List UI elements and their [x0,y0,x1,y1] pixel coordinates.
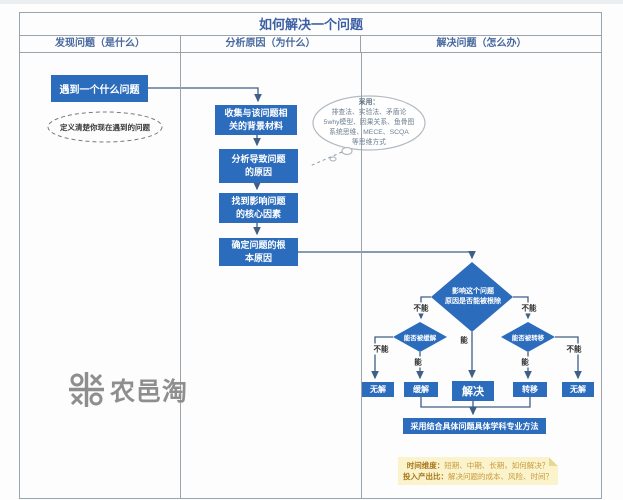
table-frame [19,12,602,499]
connector-root-to-decision [298,250,476,260]
watermark: 农邑淘 [68,371,188,408]
dashed-ellipse [47,111,163,143]
branch-label-no: 不能 [565,343,583,355]
problem-box: 遇到一个什么问题 [51,75,148,102]
root-removable-decision: 影响这个问题 原因是否能被根除 [445,288,501,305]
cloud-line: 系统思维、MECE、SCQA [329,129,409,136]
folded-corner-icon [549,457,558,466]
column-divider-1 [180,53,181,499]
note-label-1: 时间维度： [406,461,445,470]
note-line-1: 时间维度：短期、中期、长期，如何解决？ [398,460,558,471]
step-collect-box: 收集与该问题相 关的背景材料 [215,105,297,135]
cloud-line: 排查法、实验法、矛盾论 [331,109,407,116]
cloud-line: 5why模型、因果关系、鱼骨图 [323,119,415,126]
note-line-2: 投入产出比：解决问题的成本、风险、时间？ [398,471,558,482]
note-label-2: 投入产出比： [403,472,448,481]
branch-label-yes: 能 [459,334,469,346]
thought-cloud [312,95,426,162]
connector-transfer-no [555,336,582,380]
column-header-solve: 解决问题（怎么办） [436,38,527,49]
methods-cloud: 采用： 排查法、实验法、矛盾论 5why模型、因果关系、鱼骨图 系统思维、MEC… [312,98,426,148]
mitigate-decision-diamond [393,322,447,352]
cloud-line: 采用： [358,99,380,106]
column-header-analyze: 分析原因（为什么） [180,36,361,52]
step-core-factor-box: 找到影响问题 的核心因素 [219,193,298,223]
cloud-line: 等思维方式 [352,139,386,146]
step-root-cause-box: 确定问题的根 本原因 [219,238,298,266]
top-edge-strip [0,0,623,4]
branch-label-yes: 能 [413,356,423,368]
column-divider-2 [361,53,362,499]
column-header-row: 发现问题（是什么） 分析原因（为什么） 解决问题（怎么办） [20,36,602,53]
branch-label-yes: 能 [520,356,530,368]
time-cost-note: 时间维度：短期、中期、长期，如何解决？ 投入产出比：解决问题的成本、风险、时间？ [398,457,558,485]
chart-title: 如何解决一个问题 [20,13,602,36]
root-decision-diamond [431,262,513,332]
connector-problem-to-collect [148,87,262,103]
transfer-decision-diamond [501,322,555,352]
mitigate-decision: 能否被缓解 [403,335,437,342]
watermark-text: 农邑淘 [110,377,189,406]
transfer-decision: 能否被转移 [511,335,545,342]
outcome-mitigate: 缓解 [404,382,438,397]
define-problem-note: 定义清楚你现在遇到的问题 [60,122,150,132]
note-text-1: 短期、中期、长期，如何解决？ [444,461,550,470]
method-box: 采用结合具体问题具体学科专业方法 [403,418,546,434]
outcome-no-solution-left: 无解 [362,382,394,397]
branch-label-no: 不能 [412,302,430,314]
watermark-logo-icon [69,372,104,407]
outcome-solve: 解决 [452,381,494,401]
note-text-2: 解决问题的成本、风险、时间？ [448,472,553,481]
outcome-no-solution-right: 无解 [562,382,594,397]
connector-mitigate-no [371,336,393,380]
branch-label-no: 不能 [520,302,538,314]
column-header-discover: 发现问题（是什么） [55,38,145,49]
step-analyze-cause-box: 分析导致问题 的原因 [219,149,298,183]
branch-label-no: 不能 [372,343,390,355]
outcome-transfer: 转移 [513,382,547,397]
